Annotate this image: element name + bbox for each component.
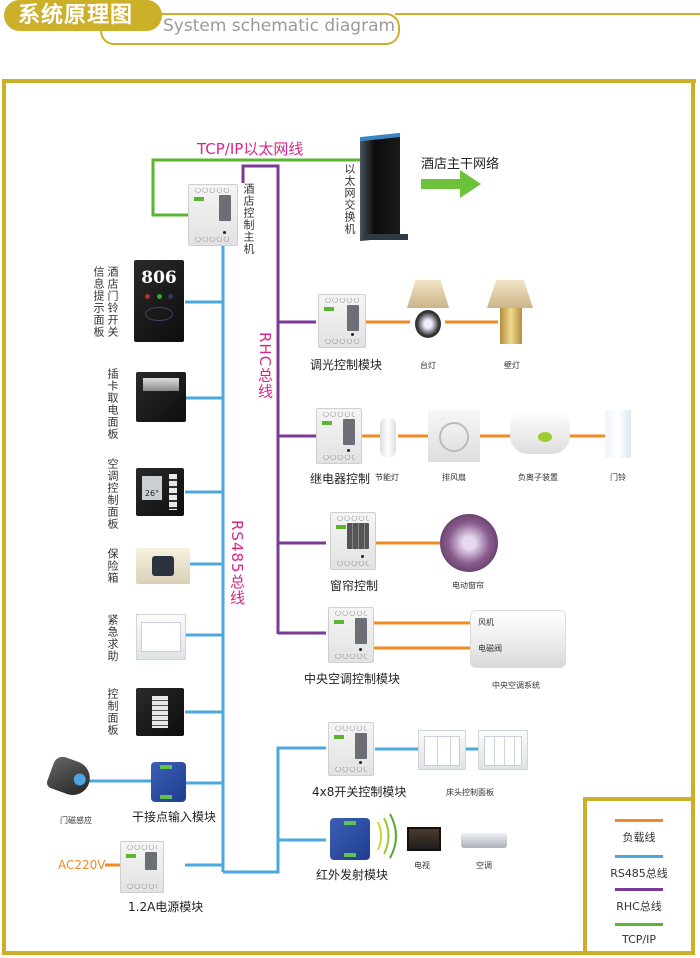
- bedside-panel-label: 床头控制面板: [446, 788, 494, 797]
- table-lamp-label: 台灯: [420, 361, 436, 370]
- rs485-right-branch: [223, 746, 326, 874]
- ac-panel-label: 空调控制面板: [106, 458, 119, 530]
- legend-swatch-rs485: [615, 855, 663, 858]
- switch-module-icon: ○○○○○○○○ ○○○○○○○○: [328, 722, 374, 776]
- fan-label: 风机: [478, 618, 494, 627]
- bedside-panel-1-icon: [418, 730, 466, 770]
- diagram-frame-right: [691, 79, 695, 799]
- switch-stand: [364, 234, 408, 240]
- ac-temp: 26°: [142, 476, 162, 500]
- legend-label-rhc: RHC总线: [616, 900, 662, 913]
- diagram-title: 系统原理图: [4, 0, 162, 31]
- ionizer-label: 负离子装置: [518, 473, 558, 482]
- backbone-label: 酒店主干网络: [421, 157, 500, 172]
- ir-wave-1: [377, 821, 382, 851]
- power-module-icon: ○○○○○○○○ ○○○○○○○○: [120, 841, 164, 893]
- ethernet-switch-icon: [360, 132, 400, 242]
- ac-panel-icon: 26°: [136, 468, 184, 516]
- hvac-module-label: 中央空调控制模块: [304, 672, 401, 686]
- ir-module-icon: [330, 818, 370, 860]
- legend-item-rs485: RS485总线: [587, 855, 691, 881]
- tcpip-label: TCP/IP以太网线: [197, 140, 304, 158]
- exhaust-fan-icon: [428, 410, 480, 462]
- relay-module-icon: ○○○○○○○○ ○○○○○○○○: [316, 408, 362, 464]
- exhaust-fan-label: 排风扇: [442, 473, 466, 482]
- legend-item-load: 负载线: [587, 819, 691, 845]
- host-label: 酒店控制主机: [242, 183, 255, 255]
- doorbell-icon: [605, 410, 631, 458]
- valve-label: 电磁阀: [478, 644, 502, 653]
- host-controller-icon: ○○○○○○○○ ○○○○○○○○: [188, 184, 238, 246]
- ir-wave-3: [389, 813, 397, 859]
- control-panel-label: 控制面板: [106, 688, 119, 736]
- table-lamp-icon: [415, 310, 441, 338]
- switch-label: 以太网交换机: [343, 163, 356, 235]
- curtain-module-icon: ○○○○○○○○ ○○○○○○○○: [330, 512, 376, 570]
- backbone-arrow-icon: [421, 170, 481, 198]
- switch-module-label: 4x8开关控制模块: [312, 785, 407, 799]
- legend-item-rhc: RHC总线: [587, 888, 691, 914]
- relay-module-label: 继电器控制: [310, 472, 371, 486]
- header-rule: [395, 13, 700, 15]
- ac220-label: AC220V: [58, 858, 106, 872]
- dry-contact-label: 干接点输入模块: [132, 810, 217, 824]
- diagram-subtitle: System schematic diagram: [163, 16, 396, 36]
- legend-swatch-load: [615, 819, 663, 822]
- info-panel-label: 信息提示面板: [92, 266, 105, 338]
- central-ac-system-icon: [470, 610, 566, 668]
- tv-label: 电视: [414, 861, 430, 870]
- tcpip-line: [151, 158, 370, 217]
- card-panel-icon: [136, 372, 186, 422]
- air-conditioner-icon: [461, 833, 507, 848]
- sos-button-icon: [136, 614, 186, 660]
- legend-swatch-rhc: [615, 888, 663, 891]
- sos-label: 紧急求助: [106, 614, 119, 662]
- rhc-bus: [241, 164, 280, 634]
- legend-item-tcpip: TCP/IP: [587, 923, 691, 946]
- diagram-frame-bottom: [2, 951, 584, 955]
- power-module-label: 1.2A电源模块: [128, 900, 204, 914]
- card-panel-label: 插卡取电面板: [106, 368, 119, 440]
- rs485-bus-label: RS485总线: [228, 520, 246, 606]
- air-conditioner-label: 空调: [476, 861, 492, 870]
- energy-saving-bulb-icon: [380, 418, 396, 458]
- central-ac-label: 中央空调系统: [492, 681, 540, 690]
- bedside-panel-2-icon: [478, 730, 528, 770]
- room-number: 806: [141, 268, 177, 288]
- curtain-load-label: 电动窗帘: [452, 581, 484, 590]
- electric-curtain-icon: [440, 514, 498, 572]
- legend-swatch-tcpip: [615, 923, 663, 926]
- tv-icon: [407, 827, 441, 851]
- diagram-frame: [2, 79, 696, 955]
- hvac-module-icon: ○○○○○○○○ ○○○○○○○○: [328, 607, 374, 663]
- curtain-module-label: 窗帘控制: [330, 579, 379, 593]
- doorbell-panel-icon: 806: [134, 260, 184, 342]
- bulb-label: 节能灯: [375, 473, 399, 482]
- wall-lamp-icon: [500, 308, 522, 344]
- ir-module-label: 红外发射模块: [316, 868, 389, 882]
- ir-wave-2: [383, 817, 390, 855]
- dimmer-module-label: 调光控制模块: [310, 358, 383, 372]
- control-panel-icon: [136, 688, 184, 736]
- rhc-bus-label: RHC总线: [256, 332, 274, 400]
- wall-lamp-label: 壁灯: [504, 361, 520, 370]
- dimmer-module-icon: ○○○○○○○○ ○○○○○○○○: [318, 294, 366, 348]
- legend-label-tcpip: TCP/IP: [622, 933, 656, 946]
- safe-icon: [136, 548, 190, 584]
- doorbell-label: 酒店门铃开关: [106, 266, 119, 338]
- legend-label-rs485: RS485总线: [610, 867, 668, 880]
- dry-contact-module-icon: [151, 762, 186, 802]
- door-sensor-label: 门磁感应: [60, 816, 92, 825]
- safe-label: 保险箱: [106, 548, 119, 584]
- doorbell-load-label: 门铃: [610, 473, 626, 482]
- ionizer-icon: [510, 410, 570, 454]
- legend: 负载线 RS485总线 RHC总线 TCP/IP: [583, 797, 695, 955]
- legend-label-load: 负载线: [622, 831, 656, 844]
